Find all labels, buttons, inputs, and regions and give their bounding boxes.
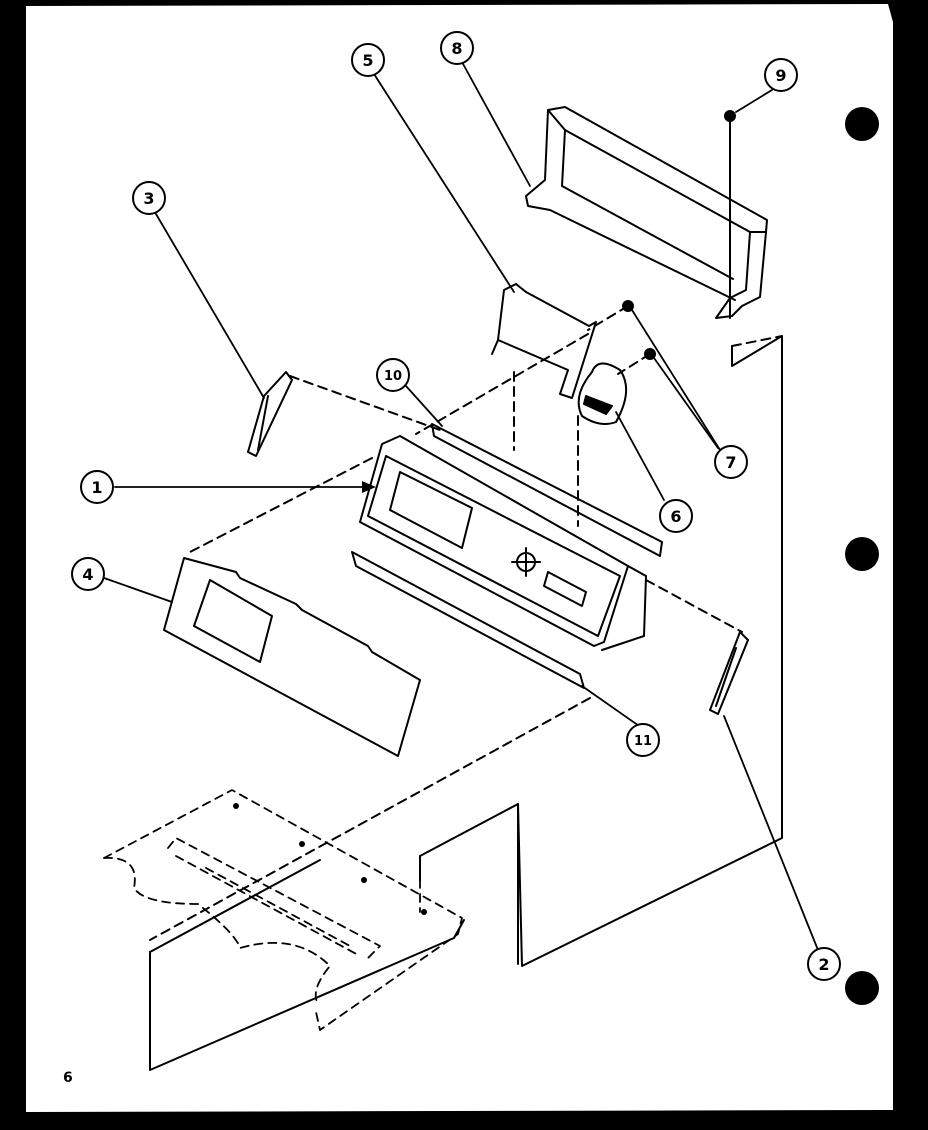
callout-5: 5: [351, 43, 385, 77]
callout-label: 1: [91, 478, 102, 497]
callout-label: 3: [143, 189, 154, 208]
part-5-bracket: [491, 283, 597, 399]
binder-hole-middle: [845, 537, 879, 571]
callout-8: 8: [440, 31, 474, 65]
callout-label: 11: [634, 734, 652, 749]
callout-7: 7: [714, 445, 748, 479]
callout-label: 10: [384, 369, 402, 384]
callout-label: 9: [775, 66, 786, 85]
binder-hole-top: [845, 107, 879, 141]
part-3-left-end-cap: [247, 371, 293, 457]
dashed-assembly-lines: [149, 305, 783, 941]
callout-2: 2: [807, 947, 841, 981]
callout-6: 6: [659, 499, 693, 533]
base-outline: [149, 335, 783, 1071]
base-plate-holes: [233, 803, 427, 915]
part-8-rear-bracket: [525, 106, 768, 319]
part-6-knob: [577, 362, 627, 425]
callout-label: 2: [818, 955, 829, 974]
callout-10: 10: [376, 358, 410, 392]
callout-9: 9: [764, 58, 798, 92]
part-4-overlay: [163, 557, 421, 757]
dashed-base-plate: [103, 789, 463, 1031]
callout-11: 11: [626, 723, 660, 757]
binder-hole-bottom: [845, 971, 879, 1005]
callout-label: 4: [82, 565, 93, 584]
callout-3: 3: [132, 181, 166, 215]
part-2-right-end-cap: [709, 631, 749, 715]
callout-label: 7: [725, 453, 736, 472]
paper-sheet: [26, 4, 893, 1112]
page-number: 6: [63, 1070, 73, 1086]
callout-1: 1: [80, 470, 114, 504]
leader-lines: [103, 61, 819, 951]
callout-4: 4: [71, 557, 105, 591]
part-1-control-panel: [359, 435, 647, 651]
callout-label: 8: [451, 39, 462, 58]
part-10-strip: [431, 423, 663, 557]
part-9-screw: [724, 110, 736, 319]
leader-arrow-1: [362, 481, 376, 493]
callout-label: 5: [362, 51, 373, 70]
callout-label: 6: [670, 507, 681, 526]
